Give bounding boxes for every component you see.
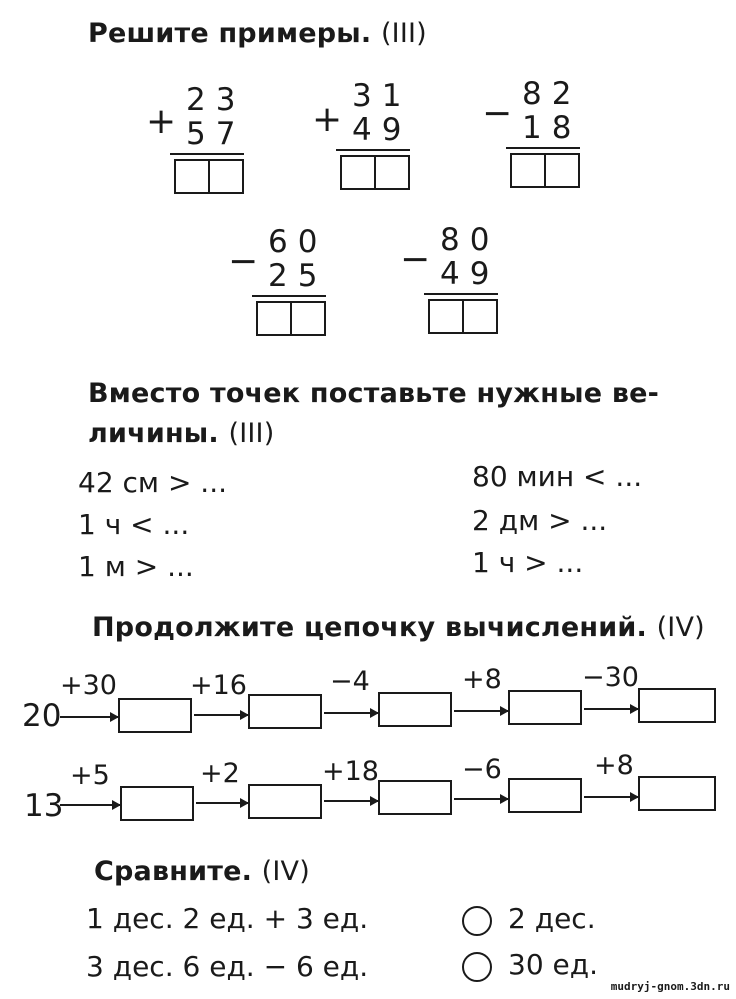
answer-cell[interactable] xyxy=(462,301,496,332)
chain-arrow xyxy=(454,794,509,804)
comparison-item[interactable]: 80 мин < ... xyxy=(472,460,643,493)
column-problem: + 23 57 xyxy=(146,84,266,194)
compare-sign-circle[interactable] xyxy=(462,952,492,982)
comparison-item[interactable]: 2 дм > ... xyxy=(472,504,608,537)
chain-operation: +8 xyxy=(462,664,502,695)
chain-operation: −6 xyxy=(462,754,502,785)
operator: + xyxy=(146,101,177,142)
title-text: Вместо точек поставьте нужные ве- xyxy=(88,378,660,409)
sum-line xyxy=(252,295,326,297)
section-title-compare: Сравните. (IV) xyxy=(94,856,310,887)
operand-top: 60 xyxy=(268,224,328,260)
operand-top: 23 xyxy=(186,82,246,118)
column-problem: − 80 49 xyxy=(400,224,520,334)
level-label: (III) xyxy=(228,418,275,449)
operand-bottom: 49 xyxy=(440,256,500,292)
compare-left-expression: 3 дес. 6 ед. − 6 ед. xyxy=(86,950,369,983)
section-title-examples: Решите примеры. (III) xyxy=(88,18,427,49)
chain-operation: −4 xyxy=(330,666,370,697)
section-title-chain: Продолжите цепочку вычислений. (IV) xyxy=(92,612,705,643)
comparison-item[interactable]: 42 см > ... xyxy=(78,466,228,499)
title-text: личины. xyxy=(88,418,219,449)
chain-answer-box[interactable] xyxy=(508,690,582,725)
operand-top: 80 xyxy=(440,222,500,258)
answer-boxes[interactable] xyxy=(174,159,244,194)
chain-answer-box[interactable] xyxy=(508,778,582,813)
answer-cell[interactable] xyxy=(208,161,242,192)
chain-arrow xyxy=(584,792,639,802)
chain-operation: −30 xyxy=(582,662,639,693)
comparison-item[interactable]: 1 м > ... xyxy=(78,550,194,583)
chain-operation: +16 xyxy=(190,670,247,701)
chain-operation: +30 xyxy=(60,670,117,701)
chain-answer-box[interactable] xyxy=(248,784,322,819)
operand-bottom: 57 xyxy=(186,116,246,152)
answer-cell[interactable] xyxy=(176,161,208,192)
title-text: Продолжите цепочку вычислений. xyxy=(92,612,647,643)
operator: − xyxy=(228,241,259,282)
operand-top: 31 xyxy=(352,78,412,114)
answer-cell[interactable] xyxy=(342,157,374,188)
comparison-item[interactable]: 1 ч < ... xyxy=(78,508,190,541)
chain-arrow xyxy=(324,796,379,806)
chain-answer-box[interactable] xyxy=(378,780,452,815)
compare-right-expression: 30 ед. xyxy=(508,948,599,981)
answer-cell[interactable] xyxy=(290,303,324,334)
sum-line xyxy=(336,149,410,151)
chain-arrow xyxy=(324,708,379,718)
chain-answer-box[interactable] xyxy=(638,776,716,811)
answer-cell[interactable] xyxy=(258,303,290,334)
chain-answer-box[interactable] xyxy=(378,692,452,727)
chain-arrow xyxy=(60,800,121,810)
sum-line xyxy=(170,153,244,155)
chain-operation: +8 xyxy=(594,750,634,781)
operator: − xyxy=(482,93,513,134)
column-problem: − 60 25 xyxy=(228,226,348,336)
operand-bottom: 18 xyxy=(522,110,582,146)
level-label: (IV) xyxy=(656,612,705,643)
chain-operation: +2 xyxy=(200,758,240,789)
answer-cell[interactable] xyxy=(374,157,408,188)
compare-sign-circle[interactable] xyxy=(462,906,492,936)
chain-answer-box[interactable] xyxy=(118,698,192,733)
operand-bottom: 25 xyxy=(268,258,328,294)
chain-arrow xyxy=(194,710,249,720)
chain-arrow xyxy=(454,706,509,716)
chain-start-number: 13 xyxy=(24,788,64,824)
watermark-text: mudryj-gnom.3dn.ru xyxy=(610,980,730,993)
answer-boxes[interactable] xyxy=(510,153,580,188)
comparison-item[interactable]: 1 ч > ... xyxy=(472,546,584,579)
chain-start-number: 20 xyxy=(22,698,62,734)
answer-cell[interactable] xyxy=(512,155,544,186)
chain-answer-box[interactable] xyxy=(120,786,194,821)
title-text: Сравните. xyxy=(94,856,253,887)
chain-operation: +18 xyxy=(322,756,379,787)
compare-right-expression: 2 дес. xyxy=(508,902,596,935)
chain-arrow xyxy=(584,704,639,714)
chain-arrow xyxy=(196,798,249,808)
answer-cell[interactable] xyxy=(430,301,462,332)
level-label: (IV) xyxy=(261,856,310,887)
chain-operation: +5 xyxy=(70,760,110,791)
section-title-quantities: Вместо точек поставьте нужные ве- xyxy=(88,378,659,409)
section-title-quantities-cont: личины. (III) xyxy=(88,418,274,449)
operator: − xyxy=(400,239,431,280)
operand-top: 82 xyxy=(522,76,582,112)
level-label: (III) xyxy=(380,18,427,49)
chain-arrow xyxy=(60,712,119,722)
answer-cell[interactable] xyxy=(544,155,578,186)
column-problem: + 31 49 xyxy=(312,80,432,190)
answer-boxes[interactable] xyxy=(428,299,498,334)
chain-answer-box[interactable] xyxy=(638,688,716,723)
operator: + xyxy=(312,99,343,140)
answer-boxes[interactable] xyxy=(256,301,326,336)
title-text: Решите примеры. xyxy=(88,18,372,49)
answer-boxes[interactable] xyxy=(340,155,410,190)
column-problem: − 82 18 xyxy=(482,78,602,188)
sum-line xyxy=(506,147,580,149)
chain-answer-box[interactable] xyxy=(248,694,322,729)
compare-left-expression: 1 дес. 2 ед. + 3 ед. xyxy=(86,902,369,935)
operand-bottom: 49 xyxy=(352,112,412,148)
sum-line xyxy=(424,293,498,295)
